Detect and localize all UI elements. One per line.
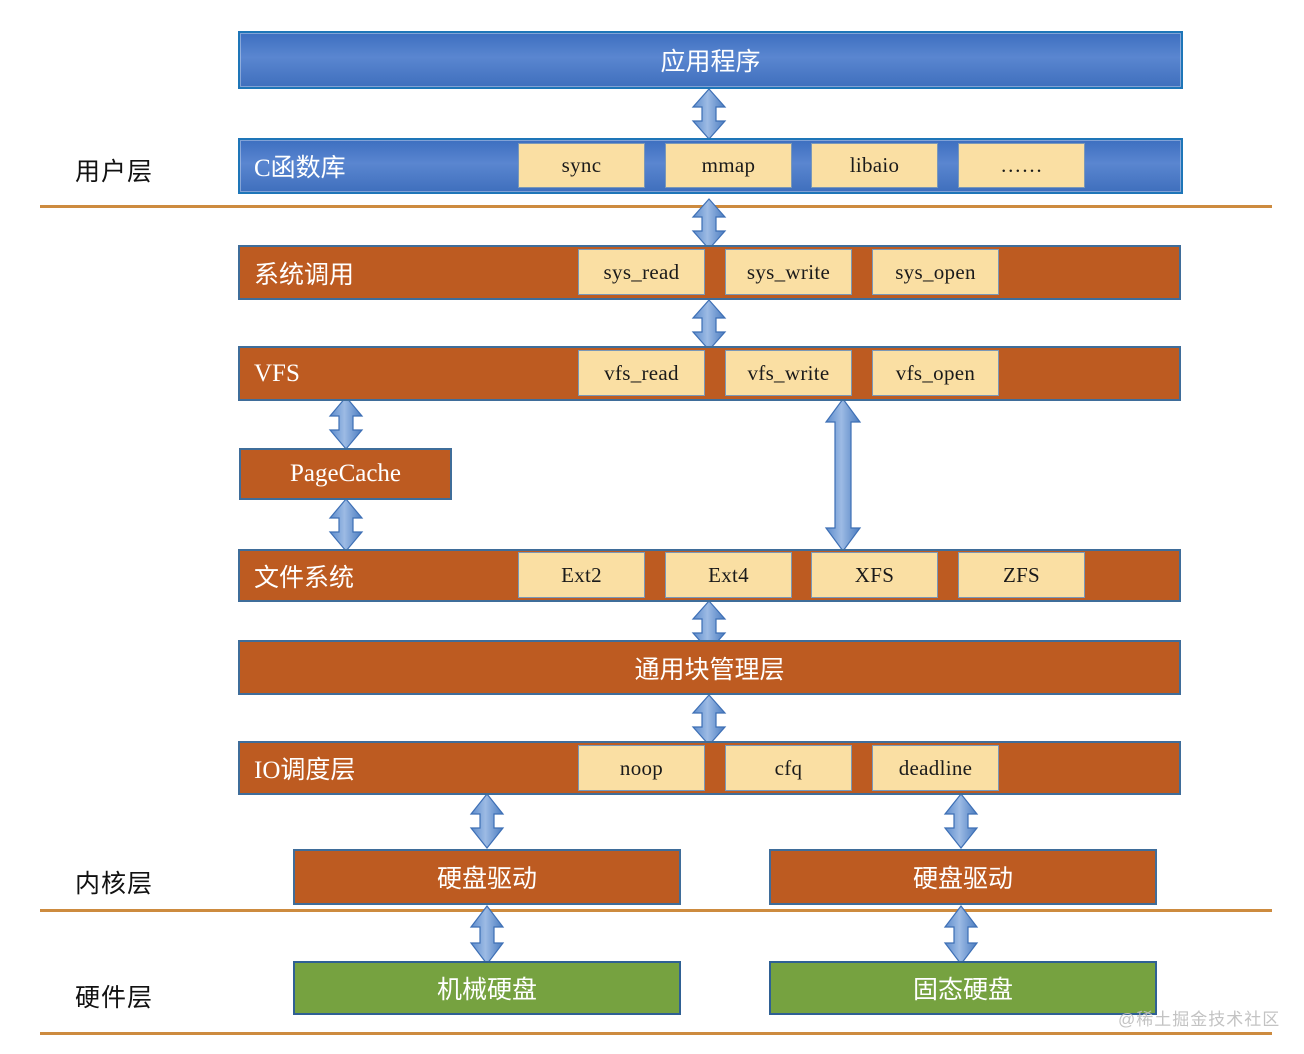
- layer-caption-kernel: 内核层: [75, 870, 154, 898]
- bar-disk-driver-left[interactable]: 硬盘驱动: [293, 849, 681, 905]
- chip-xfs[interactable]: XFS: [811, 552, 938, 598]
- arrow-driver-hdd: [469, 905, 505, 965]
- chip-noop[interactable]: noop: [578, 745, 705, 791]
- bar-vfs[interactable]: VFS: [238, 346, 1181, 401]
- chip-vfs-read[interactable]: vfs_read: [578, 350, 705, 396]
- arrow-vfs-filesystem-direct: [824, 398, 862, 552]
- bar-c-library-label: C函数库: [254, 155, 346, 182]
- watermark: @稀土掘金技术社区: [1118, 1010, 1281, 1029]
- divider-hardware-bottom: [40, 1032, 1272, 1035]
- chip-deadline[interactable]: deadline: [872, 745, 999, 791]
- bar-syscall[interactable]: 系统调用: [238, 245, 1181, 300]
- bar-disk-driver-left-label: 硬盘驱动: [436, 866, 537, 893]
- bar-application[interactable]: 应用程序: [238, 31, 1183, 89]
- arrow-driver-ssd: [943, 905, 979, 965]
- chip-ext4[interactable]: Ext4: [665, 552, 792, 598]
- arrow-blocklayer-ioscheduler: [691, 694, 727, 746]
- arrow-ioscheduler-driver-right: [943, 793, 979, 849]
- chip-zfs[interactable]: ZFS: [958, 552, 1085, 598]
- bar-hdd-label: 机械硬盘: [436, 977, 537, 1004]
- bar-disk-driver-right[interactable]: 硬盘驱动: [769, 849, 1157, 905]
- bar-ssd-label: 固态硬盘: [912, 977, 1013, 1004]
- bar-ssd[interactable]: 固态硬盘: [769, 961, 1157, 1015]
- bar-io-scheduler[interactable]: IO调度层: [238, 741, 1181, 795]
- arrow-pagecache-filesystem: [328, 498, 364, 552]
- chip-sys-write[interactable]: sys_write: [725, 249, 852, 295]
- chip-ext2[interactable]: Ext2: [518, 552, 645, 598]
- bar-application-label: 应用程序: [660, 49, 761, 76]
- chip-cfq[interactable]: cfq: [725, 745, 852, 791]
- bar-pagecache-label: PageCache: [289, 460, 402, 487]
- bar-io-scheduler-label: IO调度层: [254, 757, 356, 784]
- divider-user-kernel: [40, 205, 1272, 208]
- chip-sys-open[interactable]: sys_open: [872, 249, 999, 295]
- chip-vfs-write[interactable]: vfs_write: [725, 350, 852, 396]
- chip-sync[interactable]: sync: [518, 143, 645, 188]
- bar-syscall-label: 系统调用: [254, 261, 355, 289]
- chip-mmap[interactable]: mmap: [665, 143, 792, 188]
- bar-hdd[interactable]: 机械硬盘: [293, 961, 681, 1015]
- bar-pagecache[interactable]: PageCache: [239, 448, 452, 500]
- bar-vfs-label: VFS: [254, 359, 300, 387]
- chip-sys-read[interactable]: sys_read: [578, 249, 705, 295]
- bar-filesystem-label: 文件系统: [254, 564, 355, 592]
- chip-vfs-open[interactable]: vfs_open: [872, 350, 999, 396]
- arrow-vfs-pagecache: [328, 396, 364, 450]
- layer-caption-user: 用户层: [75, 158, 154, 186]
- bar-block-layer[interactable]: 通用块管理层: [238, 640, 1181, 695]
- bar-block-layer-label: 通用块管理层: [634, 656, 785, 684]
- arrow-ioscheduler-driver-left: [469, 793, 505, 849]
- bar-disk-driver-right-label: 硬盘驱动: [912, 866, 1013, 893]
- chip-ellipsis[interactable]: ……: [958, 143, 1085, 188]
- chip-libaio[interactable]: libaio: [811, 143, 938, 188]
- divider-kernel-hardware: [40, 909, 1272, 912]
- arrow-syscall-vfs: [691, 299, 727, 351]
- arrow-application-clibrary: [691, 88, 727, 140]
- layer-caption-hardware: 硬件层: [75, 984, 154, 1012]
- arrow-clibrary-syscall: [691, 198, 727, 250]
